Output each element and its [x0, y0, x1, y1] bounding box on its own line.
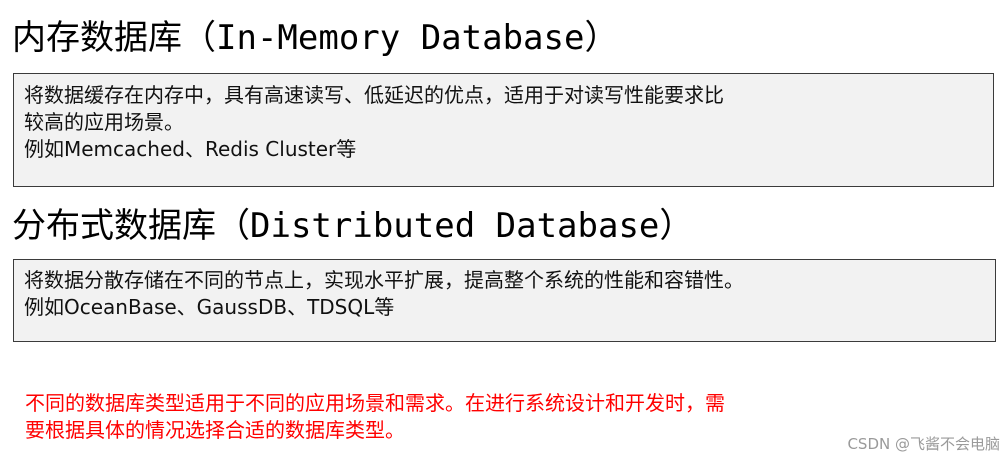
- description-line: 将数据缓存在内存中，具有高速读写、低延迟的优点，适用于对读写性能要求比: [24, 83, 724, 107]
- in-memory-database-description-box: 将数据缓存在内存中，具有高速读写、低延迟的优点，适用于对读写性能要求比 较高的应…: [13, 73, 994, 187]
- csdn-watermark: CSDN @飞酱不会电脑: [847, 435, 1000, 453]
- conclusion-line: 不同的数据库类型适用于不同的应用场景和需求。在进行系统设计和开发时，需: [25, 391, 725, 415]
- conclusion-line: 要根据具体的情况选择合适的数据库类型。: [25, 418, 405, 442]
- distributed-database-description-box: 将数据分散存储在不同的节点上，实现水平扩展，提高整个系统的性能和容错性。 例如O…: [13, 259, 996, 342]
- description-line: 较高的应用场景。: [24, 110, 184, 134]
- conclusion-note: 不同的数据库类型适用于不同的应用场景和需求。在进行系统设计和开发时，需 要根据具…: [25, 390, 985, 444]
- section-title-distributed-database: 分布式数据库（Distributed Database）: [12, 206, 694, 246]
- examples-line: 例如OceanBase、GaussDB、TDSQL等: [24, 295, 395, 319]
- examples-line: 例如Memcached、Redis Cluster等: [24, 137, 357, 161]
- section-title-in-memory-database: 内存数据库（In-Memory Database）: [12, 18, 619, 58]
- description-line: 将数据分散存储在不同的节点上，实现水平扩展，提高整个系统的性能和容错性。: [24, 268, 744, 292]
